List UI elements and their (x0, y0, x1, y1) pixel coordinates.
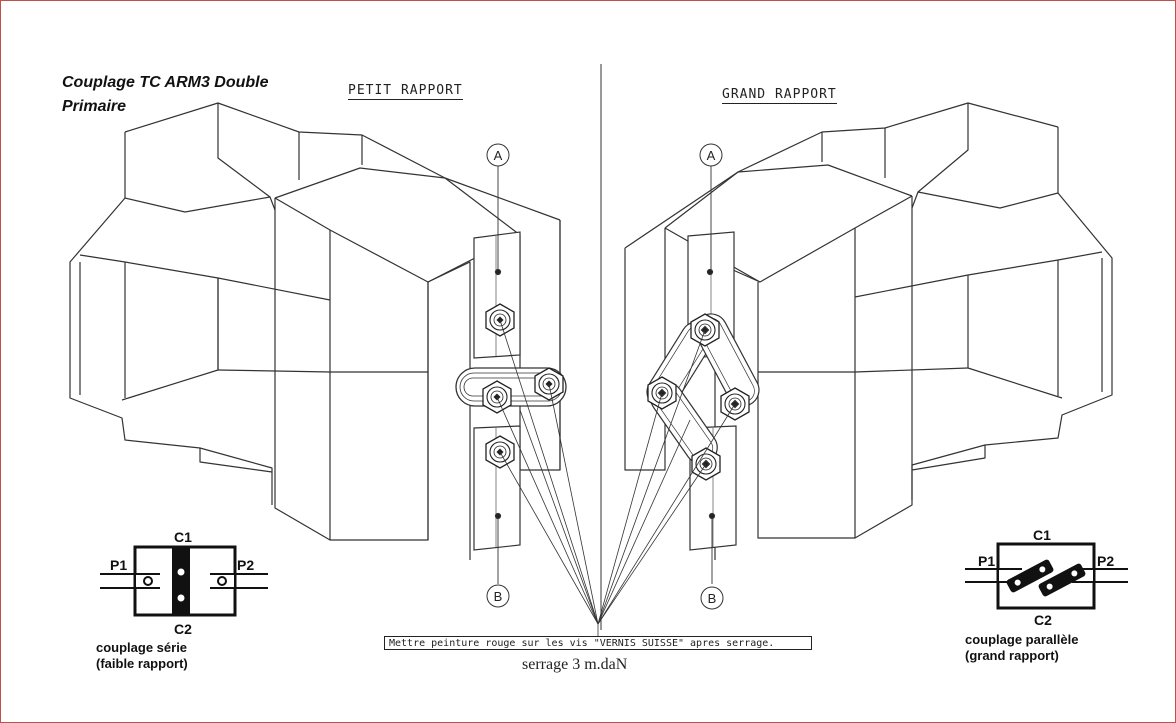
diagram-title: Couplage TC ARM3 Double Primaire (62, 74, 269, 115)
parallel-c1-label: C1 (1033, 527, 1051, 543)
callout-a-left: A (494, 148, 503, 163)
callout-circles (486, 143, 724, 610)
parallel-caption-line2: (grand rapport) (965, 648, 1059, 663)
right-parallel-links (646, 313, 760, 481)
series-p1-label: P1 (110, 557, 127, 573)
series-coupling-schematic (100, 545, 268, 617)
callout-b-right: B (708, 591, 717, 606)
series-caption-line2: (faible rapport) (96, 656, 188, 671)
torque-spec: serrage 3 m.daN (522, 656, 628, 673)
callout-a-right: A (707, 148, 716, 163)
series-c1-label: C1 (174, 529, 192, 545)
series-p2-label: P2 (237, 557, 254, 573)
grand-rapport-label: GRAND RAPPORT (722, 87, 837, 104)
series-caption: couplage série (faible rapport) (96, 640, 188, 672)
leader-lines (496, 319, 736, 636)
parallel-p1-label: P1 (978, 553, 995, 569)
parallel-c2-label: C2 (1034, 612, 1052, 628)
series-caption-line1: couplage série (96, 640, 188, 655)
left-series-link (455, 303, 567, 469)
parallel-coupling-schematic (965, 542, 1128, 610)
parallel-caption-line1: couplage parallèle (965, 632, 1079, 647)
parallel-p2-label: P2 (1097, 553, 1114, 569)
petit-rapport-label: PETIT RAPPORT (348, 83, 463, 100)
paint-note: Mettre peinture rouge sur les vis "VERNI… (384, 636, 812, 650)
left-transformer (69, 102, 561, 560)
callout-lines (497, 166, 713, 584)
grand-rapport-header: GRAND RAPPORT (722, 87, 837, 104)
callout-b-left: B (494, 589, 503, 604)
petit-rapport-header: PETIT RAPPORT (348, 83, 463, 100)
parallel-caption: couplage parallèle (grand rapport) (965, 632, 1078, 664)
series-c2-label: C2 (174, 621, 192, 637)
